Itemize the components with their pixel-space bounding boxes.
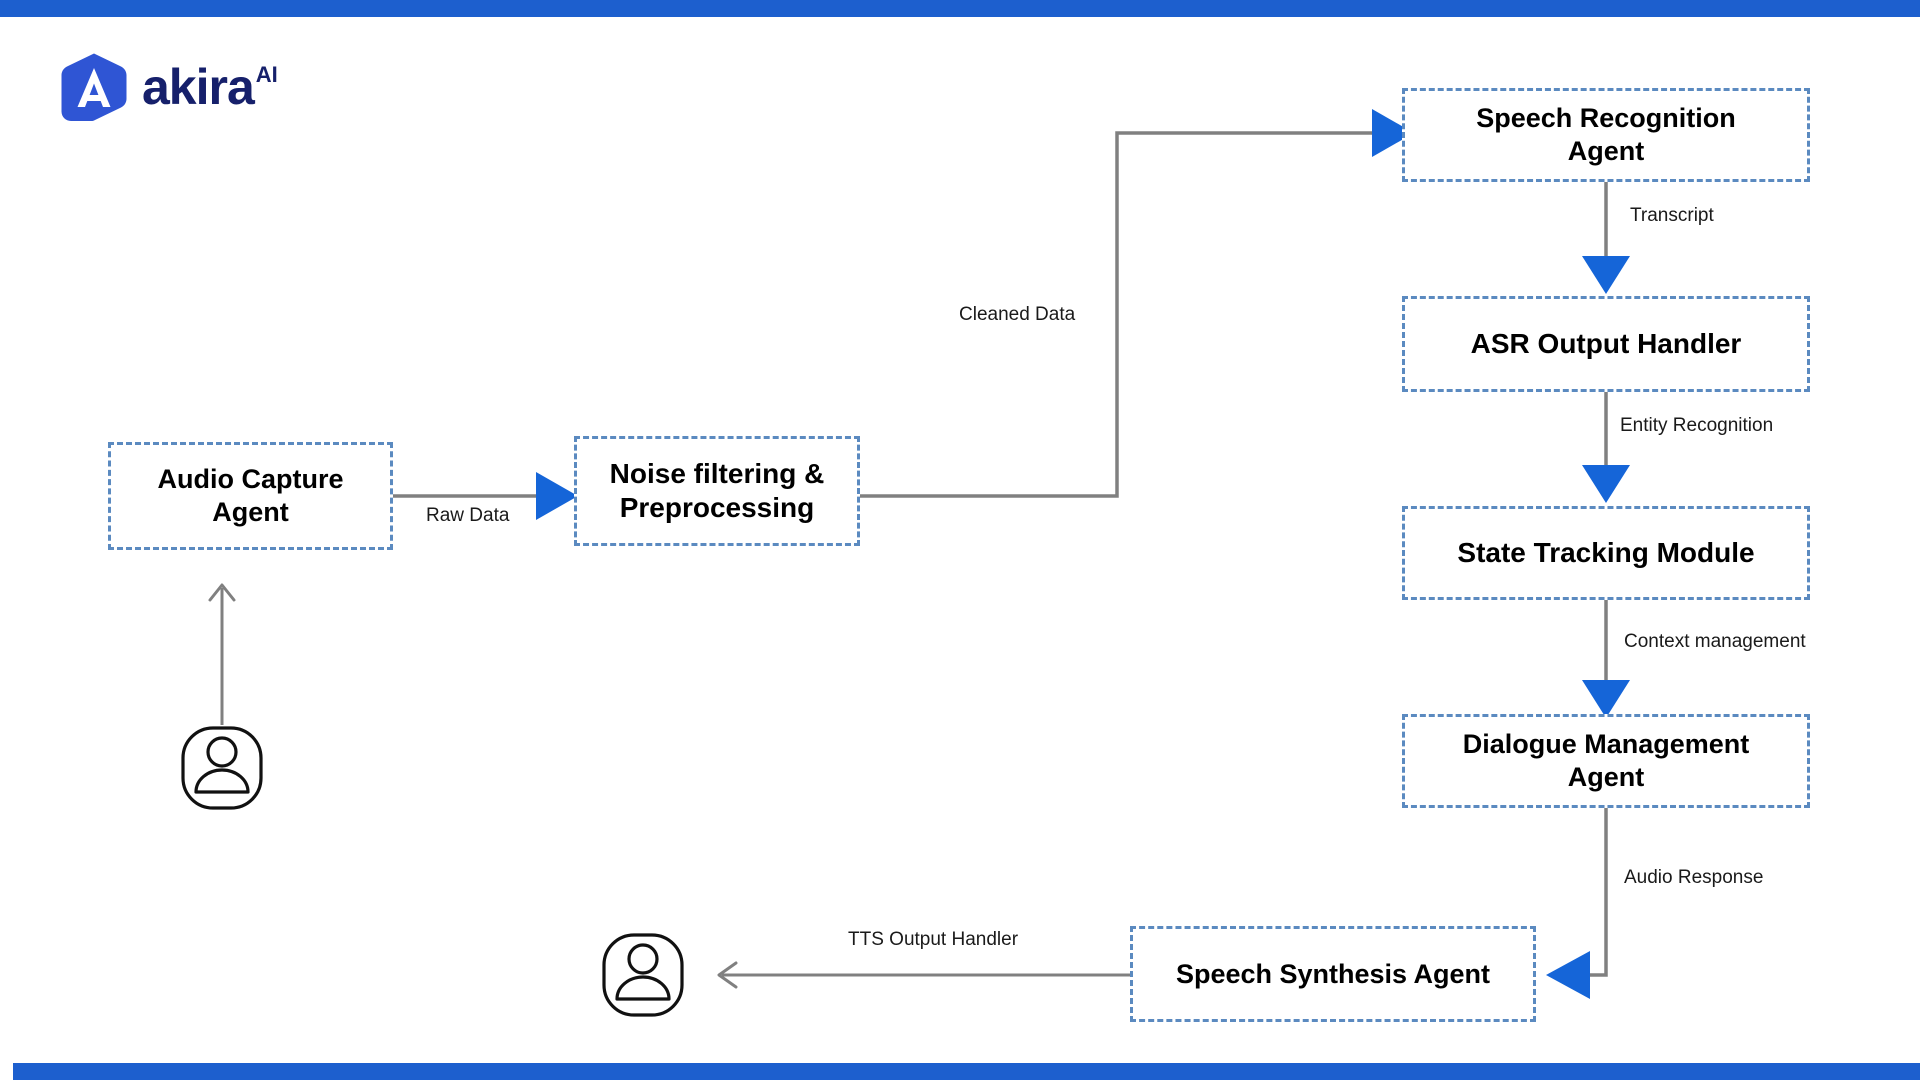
edge-speech-synthesis-to-user — [717, 961, 1132, 989]
node-state-tracking-module[interactable]: State Tracking Module — [1402, 506, 1810, 600]
bottom-accent-bar — [13, 1063, 1920, 1080]
node-label-line-1: Audio Capture — [157, 464, 344, 495]
user-avatar-icon-input — [181, 726, 263, 810]
node-noise-filtering[interactable]: Noise filtering & Preprocessing — [574, 436, 860, 546]
node-label-line-2: Agent — [1567, 762, 1645, 792]
node-label-line-1: Dialogue Management — [1462, 729, 1750, 760]
akira-a-hexagon-logo-icon — [60, 52, 128, 122]
node-label-line-1: Speech Recognition — [1476, 103, 1736, 134]
brand-wordmark: akira — [142, 59, 255, 115]
edge-label-cleaned-data: Cleaned Data — [959, 304, 1076, 325]
top-accent-bar — [0, 0, 1920, 17]
edge-state-tracking-to-dialogue — [1582, 600, 1630, 718]
brand-logo[interactable]: akira AI — [60, 52, 278, 122]
node-speech-synthesis-agent[interactable]: Speech Synthesis Agent — [1130, 926, 1536, 1022]
edge-audio-capture-to-noise — [392, 472, 578, 520]
node-label-line-2: Preprocessing — [619, 492, 815, 523]
node-asr-output-handler[interactable]: ASR Output Handler — [1402, 296, 1810, 392]
node-label-line-1: ASR Output Handler — [1470, 327, 1742, 359]
node-label-line-2: Agent — [1567, 136, 1645, 166]
edge-label-audio-response: Audio Response — [1624, 867, 1764, 888]
edge-label-entity-recognition: Entity Recognition — [1620, 415, 1774, 436]
user-avatar-icon-output — [602, 933, 684, 1017]
node-label-line-1: Speech Synthesis Agent — [1175, 958, 1491, 989]
edge-label-tts-output-handler: TTS Output Handler — [848, 929, 1019, 950]
node-dialogue-management-agent[interactable]: Dialogue Management Agent — [1402, 714, 1810, 808]
node-label-line-1: Noise filtering & — [609, 457, 825, 489]
edge-user-to-audio-capture — [208, 583, 236, 725]
edge-asr-to-state-tracking — [1582, 392, 1630, 503]
edge-dialogue-to-speech-synthesis — [1546, 808, 1608, 999]
edge-speech-recognition-to-asr — [1582, 182, 1630, 294]
node-speech-recognition-agent[interactable]: Speech Recognition Agent — [1402, 88, 1810, 182]
brand-superscript: AI — [255, 62, 278, 87]
edge-label-raw-data: Raw Data — [426, 505, 510, 526]
node-label-line-1: State Tracking Module — [1457, 536, 1755, 568]
node-audio-capture-agent[interactable]: Audio Capture Agent — [108, 442, 393, 550]
edge-label-context-management: Context management — [1624, 631, 1806, 652]
edge-noise-to-speech-recognition — [859, 109, 1414, 498]
node-label-line-2: Agent — [212, 497, 289, 527]
edge-label-transcript: Transcript — [1630, 205, 1714, 226]
